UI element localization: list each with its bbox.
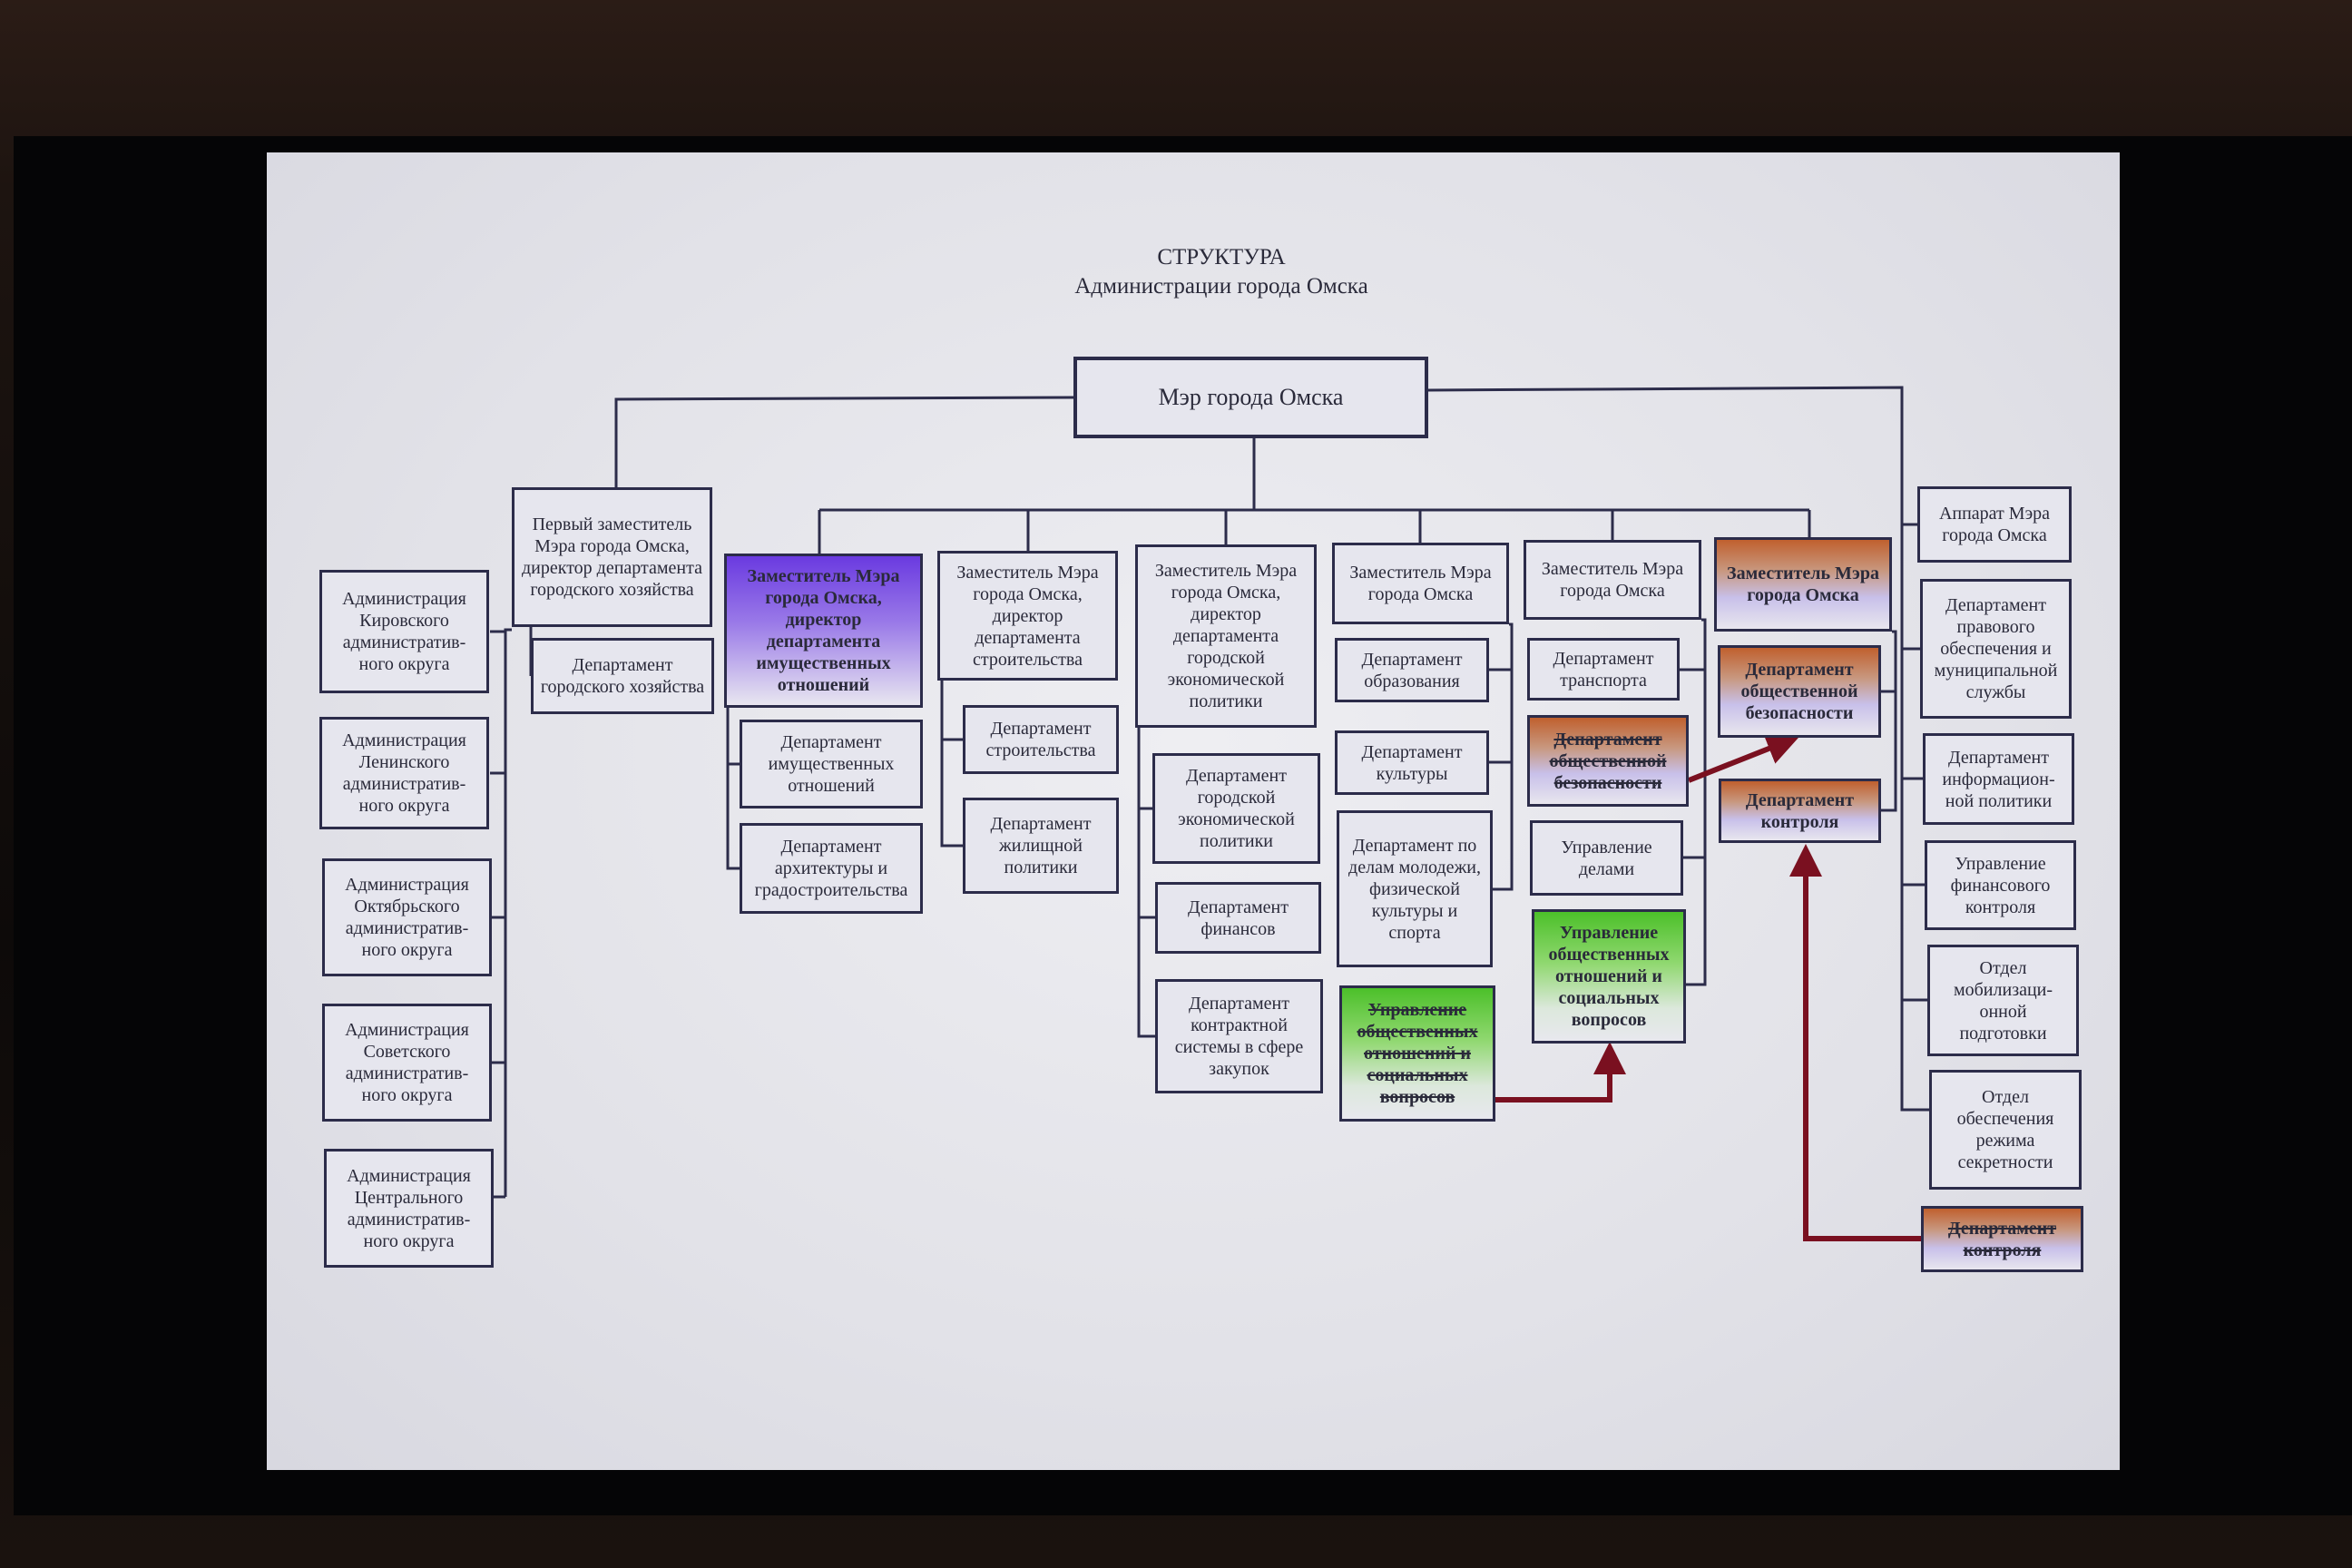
- org-box-admin-sovet: Администрация Советского административ-н…: [322, 1004, 492, 1122]
- org-box-label: Управление общественных отношений и соци…: [1357, 1000, 1478, 1107]
- org-box-label: Департамент правового обеспечения и муни…: [1934, 595, 2058, 702]
- chart-subtitle: Администрации города Омска: [1074, 274, 1368, 299]
- org-box-label: Заместитель Мэра города Омска: [1349, 563, 1492, 604]
- org-box-deputy-social: Заместитель Мэра города Омска: [1332, 543, 1509, 624]
- org-box-label: Департамент строительства: [985, 719, 1096, 760]
- org-box-label: Первый заместитель Мэра города Омска, ди…: [521, 514, 702, 600]
- arrow-security: [1687, 733, 1800, 783]
- org-box-admin-oktyabr: Администрация Октябрьского административ…: [322, 858, 492, 976]
- org-box-dept-housing: Департамент жилищной политики: [963, 798, 1119, 894]
- org-box-office-affairs: Управление делами: [1530, 820, 1683, 896]
- org-box-dept-security-new: Департамент общественной безопасности: [1718, 645, 1881, 738]
- arrow-control: [1789, 844, 1921, 1241]
- org-box-label: Заместитель Мэра города Омска, директор …: [956, 562, 1099, 670]
- org-box-label: Департамент контроля: [1745, 789, 1855, 832]
- org-box-label: Департамент транспорта: [1553, 648, 1654, 691]
- org-box-label: Администрация Кировского административ-н…: [342, 589, 466, 674]
- org-box-admin-central: Администрация Центрального административ…: [324, 1149, 494, 1268]
- org-box-label: Департамент общественной безопасности: [1549, 729, 1667, 793]
- org-box-deputy-construction: Заместитель Мэра города Омска, директор …: [937, 551, 1118, 681]
- org-box-label: Департамент культуры: [1361, 741, 1463, 784]
- org-box-label: Администрация Центрального административ…: [347, 1165, 471, 1251]
- org-box-label: Заместитель Мэра города Омска, директор …: [747, 566, 900, 695]
- org-box-deputy-transport: Заместитель Мэра города Омска: [1524, 540, 1701, 620]
- org-box-label: Отдел обеспечения режима секретности: [1956, 1087, 2054, 1172]
- org-box-label: Департамент информацион-ной политики: [1942, 747, 2055, 811]
- org-box-dept-finance: Департамент финансов: [1155, 882, 1321, 954]
- org-box-label: Департамент финансов: [1188, 897, 1289, 939]
- org-box-label: Отдел мобилизаци-онной подготовки: [1953, 957, 2053, 1044]
- org-box-label: Департамент по делам молодежи, физическо…: [1348, 835, 1481, 943]
- org-box-dept-security-old: Департамент общественной безопасности: [1527, 715, 1689, 807]
- org-box-office-fin-control: Управление финансового контроля: [1925, 840, 2076, 930]
- org-box-mayor: Мэр города Омска: [1073, 357, 1428, 438]
- org-box-first-deputy: Первый заместитель Мэра города Омска, ди…: [512, 487, 712, 627]
- org-box-admin-lenin: Администрация Ленинского административ-н…: [319, 717, 489, 829]
- org-box-label: Департамент контрактной системы в сфере …: [1174, 994, 1304, 1079]
- org-box-label: Аппарат Мэра города Омска: [1938, 504, 2051, 545]
- org-box-label: Департамент жилищной политики: [990, 814, 1092, 877]
- org-box-office-public-relations-new: Управление общественных отношений и соци…: [1532, 909, 1686, 1044]
- org-box-label: Департамент городской экономической поли…: [1178, 766, 1295, 851]
- org-box-dept-architecture: Департамент архитектуры и градостроитель…: [740, 823, 923, 914]
- org-box-label: Администрация Ленинского административ-н…: [342, 730, 466, 816]
- org-box-dept-construction: Департамент строительства: [963, 705, 1119, 774]
- org-box-label: Департамент общественной безопасности: [1740, 660, 1858, 723]
- org-box-dept-legal: Департамент правового обеспечения и муни…: [1920, 579, 2072, 719]
- org-box-dept-education: Департамент образования: [1335, 638, 1489, 702]
- org-box-office-public-relations-old: Управление общественных отношений и соци…: [1339, 985, 1495, 1122]
- org-box-deputy-property: Заместитель Мэра города Омска, директор …: [724, 554, 923, 708]
- org-box-label: Департамент городского хозяйства: [540, 655, 705, 697]
- org-box-dept-control-new: Департамент контроля: [1719, 779, 1881, 843]
- org-box-dept-secrecy: Отдел обеспечения режима секретности: [1929, 1070, 2082, 1190]
- org-box-dept-control-old: Департамент контроля: [1921, 1206, 2083, 1272]
- org-box-label: Департамент контроля: [1947, 1218, 2057, 1260]
- org-box-label: Управление общественных отношений и соци…: [1548, 923, 1670, 1030]
- org-box-label: Администрация Октябрьского административ…: [345, 875, 469, 960]
- org-box-mayor-office: Аппарат Мэра города Омска: [1917, 486, 2072, 563]
- org-box-label: Мэр города Омска: [1158, 384, 1344, 410]
- org-box-dept-information: Департамент информацион-ной политики: [1923, 733, 2074, 825]
- org-box-dept-youth-sport: Департамент по делам молодежи, физическо…: [1337, 810, 1493, 967]
- org-box-dept-city-economy: Департамент городского хозяйства: [531, 638, 714, 714]
- org-box-dept-transport: Департамент транспорта: [1527, 638, 1680, 701]
- org-box-admin-kirov: Администрация Кировского административ-н…: [319, 570, 489, 693]
- org-box-label: Заместитель Мэра города Омска, директор …: [1154, 561, 1298, 711]
- org-box-dept-mobilization: Отдел мобилизаци-онной подготовки: [1927, 945, 2079, 1056]
- org-box-label: Департамент образования: [1361, 649, 1463, 691]
- org-box-label: Заместитель Мэра города Омска: [1727, 564, 1879, 605]
- org-box-dept-property: Департамент имущественных отношений: [740, 720, 923, 808]
- org-box-label: Заместитель Мэра города Омска: [1541, 559, 1684, 601]
- org-box-label: Департамент имущественных отношений: [768, 732, 895, 796]
- org-box-dept-culture: Департамент культуры: [1335, 730, 1489, 795]
- org-box-deputy-economy: Заместитель Мэра города Омска, директор …: [1135, 544, 1317, 728]
- org-box-label: Управление делами: [1561, 837, 1652, 879]
- org-box-deputy-security: Заместитель Мэра города Омска: [1714, 537, 1892, 632]
- arrow-public-relations: [1495, 1042, 1626, 1102]
- org-box-dept-procurement: Департамент контрактной системы в сфере …: [1155, 979, 1323, 1093]
- org-box-label: Управление финансового контроля: [1950, 853, 2051, 917]
- org-box-dept-economy: Департамент городской экономической поли…: [1152, 753, 1320, 864]
- org-box-label: Департамент архитектуры и градостроитель…: [754, 837, 908, 900]
- chart-title: СТРУКТУРА: [1157, 245, 1286, 270]
- org-box-label: Администрация Советского административ-н…: [345, 1020, 469, 1105]
